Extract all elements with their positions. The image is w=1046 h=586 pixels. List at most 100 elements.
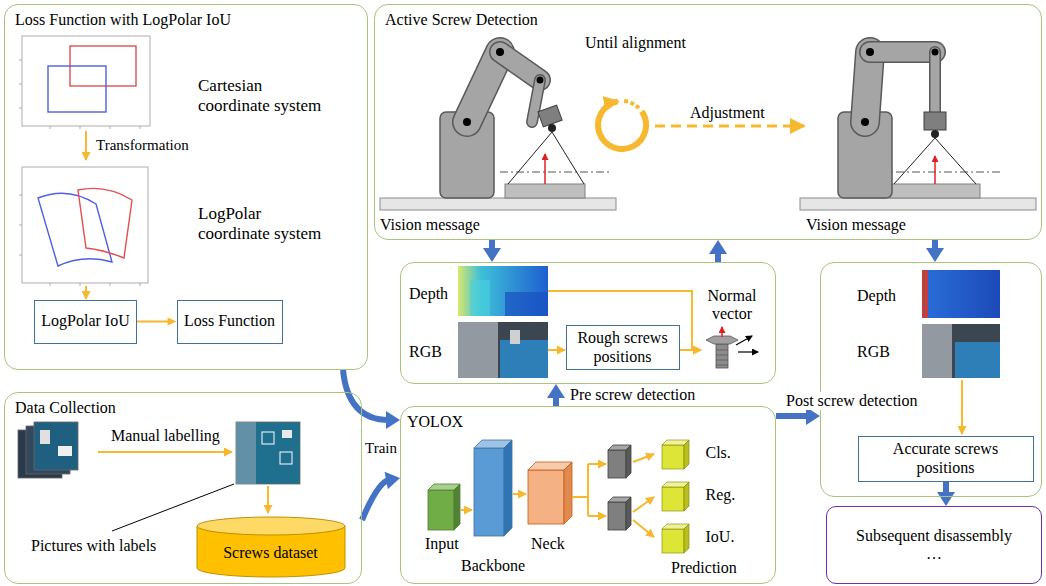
robot-arm — [890, 184, 980, 198]
input-block — [454, 484, 460, 530]
robot-arm — [467, 52, 500, 122]
labelled-image — [262, 432, 274, 444]
robot-arm — [500, 52, 540, 80]
rgb-image — [955, 342, 1000, 378]
prediction-block — [656, 436, 700, 472]
robot-arm — [932, 49, 939, 56]
raw-images — [58, 446, 72, 456]
node-text: Screws dataset — [223, 544, 318, 562]
flow-arrow — [461, 509, 472, 511]
screw-icon — [716, 350, 728, 365]
layer-label: Prediction — [671, 559, 737, 577]
robot-arm — [467, 52, 500, 122]
robot-arm — [440, 112, 494, 198]
prediction-block — [656, 478, 700, 514]
cartesian-plot — [22, 36, 150, 126]
robot-arm — [866, 48, 874, 56]
logpolar-plot — [78, 188, 132, 258]
prediction-block — [684, 482, 689, 511]
depth-image — [922, 270, 1000, 318]
depth-image — [922, 270, 1000, 318]
robot-arm — [380, 48, 616, 210]
layer-label: Input — [425, 535, 459, 553]
robot-arm — [463, 118, 471, 126]
robot-arm — [505, 184, 585, 198]
robot-arm — [929, 52, 941, 112]
process-box: Loss Function — [177, 300, 283, 344]
prediction-block — [684, 440, 689, 469]
robot-arm — [500, 52, 540, 80]
rgb-image — [510, 330, 520, 344]
node-text: Accurate screws positions — [871, 440, 1021, 477]
input-block — [428, 490, 454, 530]
depth-image — [458, 266, 548, 316]
signal-label: Vision message — [380, 216, 480, 234]
yolox-panel: YOLOXInputBackboneNeckPredictionCls.Reg.… — [400, 406, 776, 584]
process-connector — [547, 384, 565, 406]
flow-arrow — [633, 497, 654, 512]
dataset-cylinder: Screws dataset — [196, 516, 346, 578]
robot-arm — [934, 156, 936, 184]
rgb-image — [458, 322, 498, 378]
robot-arm — [380, 198, 616, 210]
robot-arm — [880, 172, 1000, 173]
prediction-block — [662, 445, 684, 469]
process-connector — [709, 240, 727, 262]
screw-icon — [738, 351, 758, 352]
cylinder-top — [197, 517, 345, 535]
node-text: Subsequent disassembly — [856, 527, 1012, 545]
head-block — [608, 502, 626, 530]
data-panel: Data CollectionManual labellingPictures … — [4, 392, 362, 584]
screw-icon — [706, 336, 738, 344]
connector-line — [343, 370, 389, 420]
cartesian-plot — [19, 60, 140, 129]
edge-label: Post screw detection — [784, 392, 920, 410]
robot-arm — [870, 41, 935, 63]
arrow-head — [926, 248, 944, 262]
labelled-image — [236, 422, 256, 484]
loop-arrow — [598, 101, 646, 149]
neck-block — [564, 462, 572, 524]
step-label: Train — [365, 440, 397, 457]
labelled-image — [236, 422, 300, 484]
prediction-block — [662, 529, 684, 553]
head-block — [626, 445, 631, 478]
prediction-head: IoU. — [656, 520, 752, 556]
step-label: Until alignment — [585, 34, 686, 52]
process-connector — [483, 240, 501, 262]
flow-arrow — [633, 454, 654, 462]
depth-image — [922, 270, 928, 318]
image-caption: Depth — [857, 287, 896, 305]
robot-arm — [538, 105, 562, 127]
depth-image — [505, 292, 548, 316]
flow-arrow — [461, 454, 654, 537]
arrow-head — [168, 318, 177, 326]
depth-image — [458, 266, 548, 316]
process-box: LogPolar IoU — [34, 300, 137, 344]
process-connector — [937, 482, 955, 507]
neck-block — [528, 470, 564, 524]
loss-panel: Loss Function with LogPolar IoULogPolar … — [4, 4, 368, 370]
robot-arm — [544, 154, 546, 184]
node-text: Loss Function — [184, 312, 275, 330]
process-connector — [343, 370, 400, 429]
loop-arrow — [598, 101, 646, 149]
screw-icon — [706, 327, 758, 368]
neck-block — [528, 462, 572, 524]
arrow-head — [937, 492, 955, 506]
signal-label: Vision message — [806, 216, 906, 234]
backbone-block — [474, 448, 504, 536]
process-connector — [362, 472, 400, 520]
head-block — [608, 445, 631, 530]
arrow-head — [385, 472, 400, 490]
robot-arm — [894, 138, 976, 184]
rgb-image — [922, 324, 1000, 378]
robot-arm — [537, 77, 544, 84]
flow-arrow — [633, 520, 654, 537]
node-text: LogPolar IoU — [41, 312, 129, 330]
panel-title: YOLOX — [407, 413, 463, 431]
flow-arrow — [588, 463, 606, 465]
robot-arm — [548, 124, 556, 132]
flow-arrow — [513, 493, 526, 495]
